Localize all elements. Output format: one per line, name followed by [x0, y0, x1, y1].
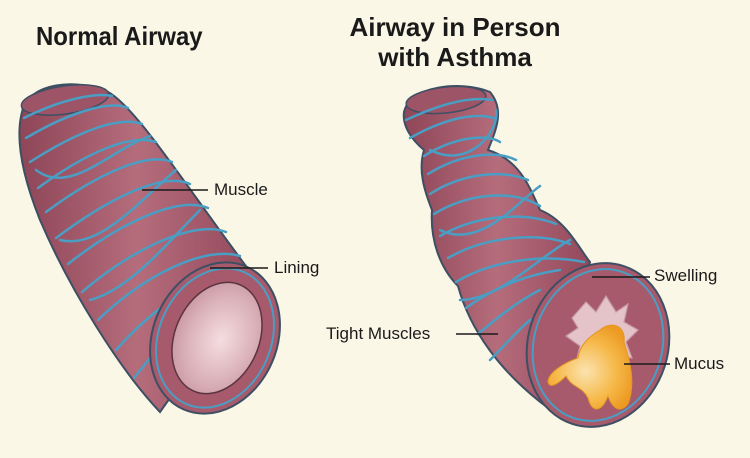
tight-muscles-label: Tight Muscles	[326, 324, 431, 343]
swelling-label: Swelling	[654, 266, 718, 285]
normal-airway	[18, 83, 281, 415]
mucus-label: Mucus	[674, 354, 725, 373]
lining-label: Lining	[274, 258, 320, 277]
asthma-muscle-fibers	[404, 97, 586, 362]
asthma-airway	[402, 85, 671, 428]
normal-airway-lining-ring	[155, 267, 275, 409]
asthma-airway-title-line1: Airway in Person	[349, 12, 561, 42]
normal-airway-title: Normal Airway	[36, 21, 203, 51]
normal-airway-top-opening	[20, 84, 110, 116]
muscle-label: Muscle	[214, 180, 268, 199]
asthma-airway-top-opening	[405, 85, 487, 115]
asthma-airway-outer-ring	[531, 268, 665, 422]
normal-muscle-fibers	[22, 93, 250, 380]
asthma-airway-title-line2: with Asthma	[378, 42, 532, 72]
mucus-blob	[547, 324, 633, 410]
normal-airway-lumen	[171, 281, 263, 395]
